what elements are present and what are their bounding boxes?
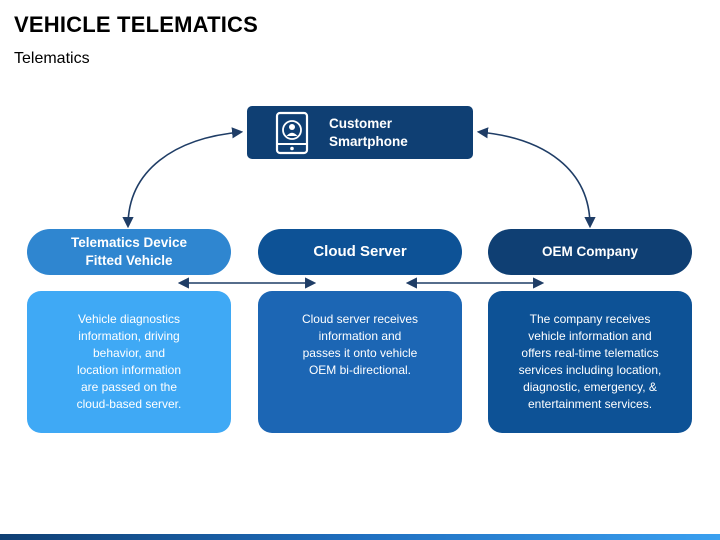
footer-accent-bar [0,534,720,540]
phone-label-line1: Customer [329,116,393,131]
oem-body-line: offers real-time telematics [521,346,659,360]
vehicle-header-pill: Telematics Device Fitted Vehicle [27,229,231,275]
cloud-description-card: Cloud server receives information and pa… [258,291,462,433]
oem-body-line: entertainment services. [527,397,653,411]
customer-smartphone-label: Customer Smartphone [329,115,408,151]
vehicle-header-line1: Telematics Device [70,235,188,250]
vehicle-body-line: Vehicle diagnostics [77,312,181,326]
customer-smartphone-box: Customer Smartphone [247,106,473,159]
vehicle-description-card: Vehicle diagnostics information, driving… [27,291,231,433]
page-title: VEHICLE TELEMATICS [14,12,258,37]
vehicle-body-line: behavior, and [92,346,166,360]
oem-header-line1: OEM Company [541,244,638,259]
oem-body-line: The company receives [529,312,651,326]
cloud-body-line: information and [318,329,402,343]
oem-body-line: vehicle information and [528,329,652,343]
cloud-header-pill: Cloud Server [258,229,462,275]
arrow-phone-to-oem [476,127,596,229]
cloud-body-line: OEM bi-directional. [308,363,412,377]
vehicle-body-line: are passed on the [80,380,178,394]
vehicle-header-line2: Fitted Vehicle [85,253,173,268]
vehicle-body-line: information, driving [78,329,180,343]
cloud-body-line: Cloud server receives [301,312,419,326]
cloud-header-line1: Cloud Server [313,243,407,260]
vehicle-body-line: location information [76,363,182,377]
oem-body-line: services including location, [518,363,662,377]
oem-body-line: diagnostic, emergency, & [523,380,657,394]
cloud-body-line: passes it onto vehicle [302,346,418,360]
oem-description-card: The company receives vehicle information… [488,291,692,433]
oem-header-pill: OEM Company [488,229,692,275]
smartphone-user-icon [275,111,309,155]
phone-label-line2: Smartphone [329,134,408,149]
arrow-phone-to-vehicle [122,127,244,229]
page-subtitle: Telematics [14,50,90,67]
vehicle-body-line: cloud-based server. [76,397,182,411]
